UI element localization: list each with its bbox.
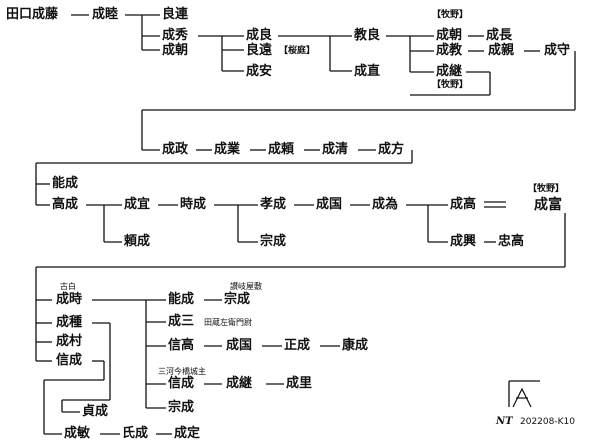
person-tokinari: 時成 [180, 197, 207, 212]
person-noriyoshi: 教良 [354, 28, 381, 43]
person-munenari-2: 宗成 [168, 400, 195, 415]
tag-makino-1: 【牧野】 [432, 10, 469, 20]
person-narinobu: 成宜 [124, 197, 151, 212]
person-nariyasu: 成安 [246, 64, 273, 79]
note-koshiro: 古白 [60, 282, 76, 291]
person-narinao: 成直 [354, 64, 381, 79]
person-ujinari: 氏成 [122, 426, 149, 441]
person-naritsugu-1: 成継 [436, 64, 463, 79]
person-naritame: 成為 [372, 197, 399, 212]
person-nariyuki: 成興 [450, 234, 477, 249]
person-naritaka: 成高 [450, 197, 477, 212]
person-naritomi: 成富 [534, 197, 562, 213]
note-sanuki: 讃岐屋敷 [230, 282, 262, 291]
person-nobunari: 信成 [56, 353, 83, 368]
person-nobutaka: 信高 [168, 338, 195, 353]
person-muneshige: 宗成 [260, 234, 287, 249]
person-naritomo-1: 成朝 [162, 43, 189, 58]
person-yoshito: 良遠 [246, 43, 273, 58]
person-takanari: 高成 [52, 197, 79, 212]
person-narimutsu: 成睦 [92, 7, 119, 22]
person-naritoki: 成時 [56, 292, 83, 307]
person-narihide: 成秀 [162, 28, 189, 43]
person-narimasa: 成政 [162, 142, 189, 157]
person-narikata: 成方 [378, 142, 405, 157]
person-narikiyo: 成清 [322, 142, 349, 157]
person-yoshinari: 能成 [52, 176, 79, 191]
person-narikane: 成種 [56, 315, 83, 330]
person-narichika: 成親 [488, 43, 515, 58]
person-yorinari: 頼成 [124, 234, 151, 249]
person-yoshitsura: 良連 [162, 7, 189, 22]
person-nariyoshi: 成良 [246, 28, 273, 43]
person-narisato: 成里 [286, 376, 313, 391]
person-masanari: 正成 [284, 338, 311, 353]
person-yasunari: 康成 [342, 338, 369, 353]
person-narimori: 成守 [544, 43, 571, 58]
person-tadataka: 忠高 [498, 234, 525, 249]
tag-makino-3: 【牧野】 [528, 184, 565, 194]
person-narikuni-2: 成国 [226, 338, 253, 353]
tag-makino-2: 【牧野】 [432, 80, 469, 90]
person-naritoshi: 成敏 [64, 426, 91, 441]
person-narisada: 成定 [174, 426, 201, 441]
note-mikawa: 三河今橋城主 [158, 367, 206, 376]
person-narinari: 成業 [214, 142, 241, 157]
person-narimura: 成村 [56, 334, 83, 349]
person-narikuni-1: 成国 [316, 197, 343, 212]
person-narinaga: 成長 [486, 28, 513, 43]
person-narinori: 成教 [436, 43, 463, 58]
person-narizo: 成三 [168, 314, 195, 329]
person-sadanari: 貞成 [82, 404, 109, 419]
tag-sakuraba: 【桜庭】 [279, 46, 316, 56]
person-naritomo-2: 成朝 [436, 28, 463, 43]
person-nobunari-2: 信成 [168, 376, 195, 391]
chart-code: 202208-K10 [520, 417, 575, 427]
person-yoshinari-2: 能成 [168, 292, 195, 307]
person-naritada: 成頼 [268, 142, 295, 157]
author-signature: NT [496, 416, 513, 427]
person-takanari-2: 孝成 [260, 197, 287, 212]
person-naritsugu-2: 成継 [226, 376, 253, 391]
person-tagoku-narifuji: 田口成藤 [6, 7, 59, 22]
note-tagura: 田蔵左衛門尉 [204, 318, 252, 327]
person-munenari: 宗成 [224, 292, 251, 307]
